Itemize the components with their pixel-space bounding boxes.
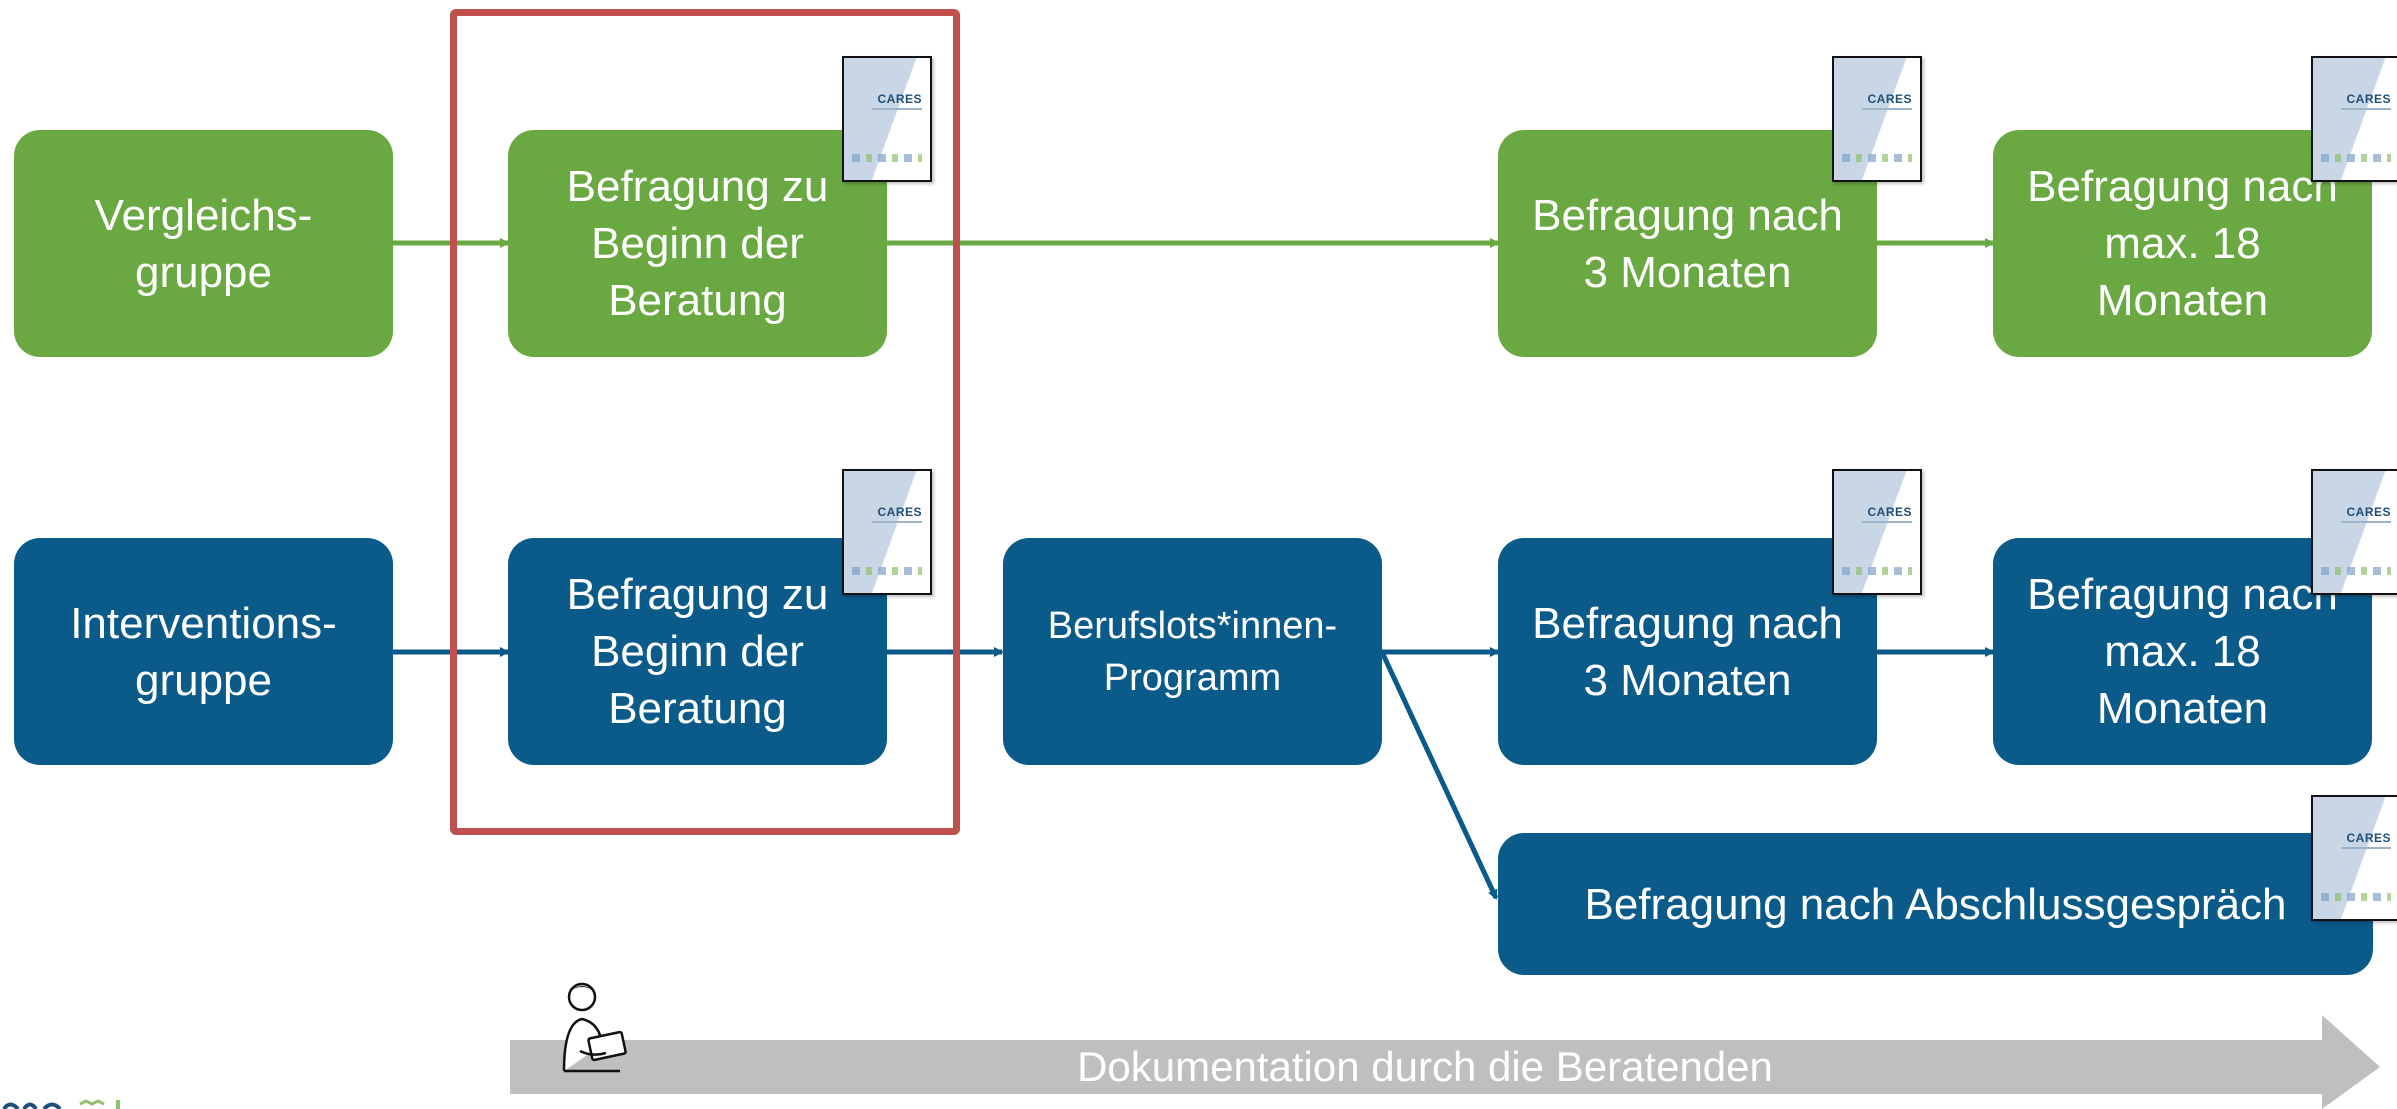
intervention-3-month-survey-label: Befragung nach 3 Monaten xyxy=(1532,598,1843,705)
comparison-18-month-survey-label: Befragung nach max. 18 Monaten xyxy=(2027,162,2338,325)
intervention-baseline-survey-box: Befragung zu Beginn der Beratung xyxy=(508,538,887,765)
intervention-group-box: Interventions- gruppe xyxy=(14,538,393,765)
questionnaire-document-icon: CARES xyxy=(2311,469,2397,595)
comparison-group-box: Vergleichs- gruppe xyxy=(14,130,393,357)
exit-survey-label: Befragung nach Abschlussgespräch xyxy=(1584,879,2287,929)
questionnaire-document-icon: CARES xyxy=(1832,469,1922,595)
comparison-18-month-survey-box: Befragung nach max. 18 Monaten xyxy=(1993,130,2372,357)
comparison-baseline-survey-box: Befragung zu Beginn der Beratung xyxy=(508,130,887,357)
documentation-band-label: Dokumentation durch die Beratenden xyxy=(1077,1043,1773,1090)
program-label: Berufslots*innen- Programm xyxy=(1047,604,1338,699)
intervention-3-month-survey-box: Befragung nach 3 Monaten xyxy=(1498,538,1877,765)
documentation-band-arrow xyxy=(510,1015,2380,1109)
comparison-baseline-survey-label: Befragung zu Beginn der Beratung xyxy=(566,162,829,325)
questionnaire-document-icon: CARES xyxy=(842,56,932,182)
intervention-18-month-survey-box: Befragung nach max. 18 Monaten xyxy=(1993,538,2372,765)
intervention-18-month-survey-label: Befragung nach max. 18 Monaten xyxy=(2027,570,2338,733)
comparison-3-month-survey-label: Befragung nach 3 Monaten xyxy=(1532,190,1843,297)
comparison-group-label: Vergleichs- gruppe xyxy=(94,190,313,297)
arrow-program-to-exit-survey xyxy=(1379,650,1499,900)
counselor-with-laptop-icon xyxy=(562,982,627,1073)
baseline-highlight-frame xyxy=(450,9,960,835)
questionnaire-document-icon: CARES xyxy=(842,469,932,595)
questionnaire-document-icon: CARES xyxy=(2311,795,2397,921)
exit-survey-box: Befragung nach Abschlussgespräch xyxy=(1498,833,2373,975)
intervention-baseline-survey-label: Befragung zu Beginn der Beratung xyxy=(566,570,829,733)
questionnaire-document-icon: CARES xyxy=(2311,56,2397,182)
questionnaire-document-icon: CARES xyxy=(1832,56,1922,182)
intervention-group-label: Interventions- gruppe xyxy=(70,598,337,705)
program-box: Berufslots*innen- Programm xyxy=(1003,538,1382,765)
corner-logo-icon xyxy=(2,1099,120,1109)
comparison-3-month-survey-box: Befragung nach 3 Monaten xyxy=(1498,130,1877,357)
